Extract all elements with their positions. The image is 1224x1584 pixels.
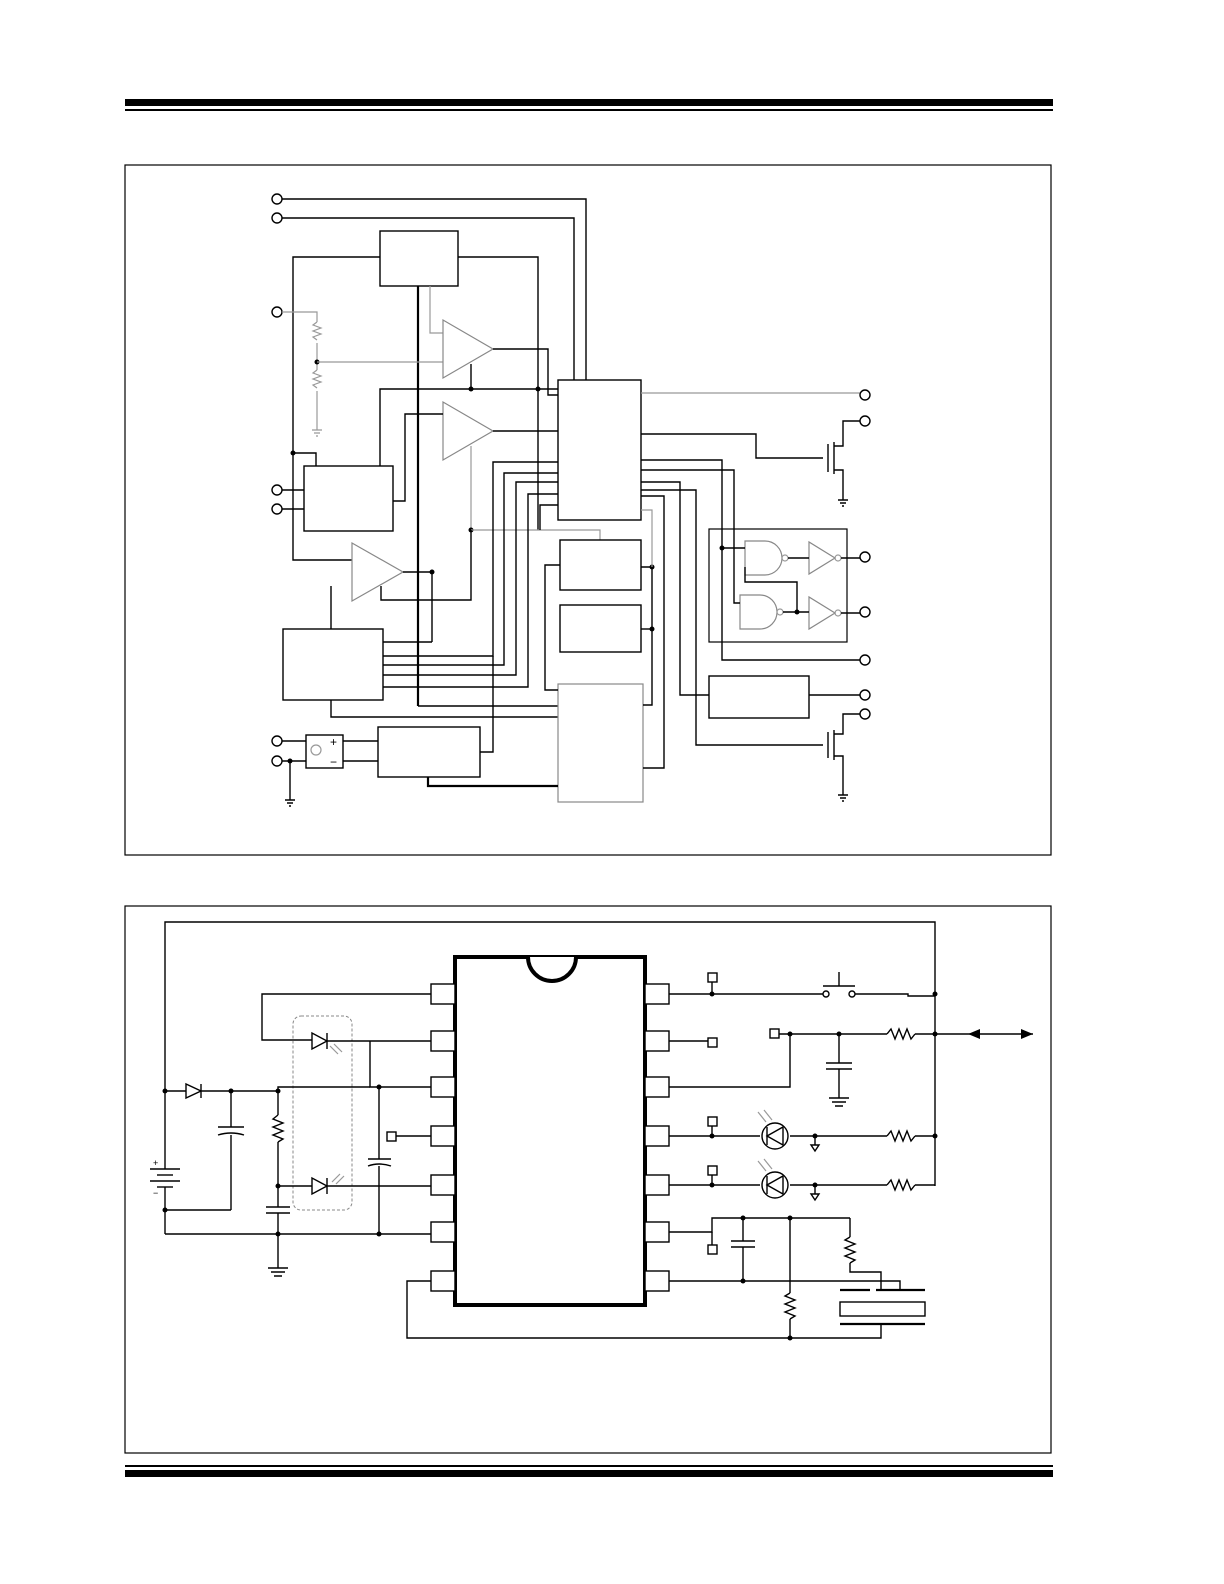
ic-pin-14: [644, 983, 670, 1005]
ic-pin-12: [644, 1076, 670, 1098]
figure-1-frame: [124, 164, 1052, 856]
ground-symbol-7: [809, 1185, 821, 1202]
photo-diode: [311, 1173, 345, 1196]
pin-output-6: [859, 689, 871, 701]
output-gates-box: [708, 528, 848, 643]
pin-output-1: [859, 389, 871, 401]
nand-gate-2: [739, 594, 778, 630]
interconnect-resistor: [886, 1027, 968, 1041]
test-point-1: [386, 1131, 397, 1142]
test-point-4: [769, 1028, 780, 1039]
divider-resistor-bottom: [311, 369, 323, 389]
photo-chamber: [292, 1015, 353, 1211]
test-point-7: [707, 1244, 718, 1255]
ic-package: [453, 955, 647, 1307]
buffer-2: [808, 595, 837, 631]
sensor-minus: −: [330, 755, 337, 769]
test-point-5: [707, 1116, 718, 1127]
ic-pin-6: [430, 1221, 456, 1243]
horn-capacitor: [731, 1218, 755, 1281]
led-resistor-1: [886, 1129, 916, 1143]
ground-symbol-3: [838, 499, 848, 507]
sensor-plus: +: [330, 735, 337, 749]
ic-pin-2: [430, 1030, 456, 1052]
pin-output-5: [859, 654, 871, 666]
pin-input-3: [271, 306, 283, 318]
led-indicator-2: [757, 1158, 789, 1199]
driver-block: [557, 683, 644, 803]
pin-input-5: [271, 503, 283, 515]
ground-symbol-4: [838, 794, 848, 802]
comparator-2: [442, 400, 495, 462]
control-logic-block: [557, 379, 642, 521]
ground-symbol-6: [809, 1136, 821, 1153]
block-diagram-figure: + −: [124, 164, 1052, 856]
photo-sensor: [305, 734, 344, 769]
test-point-3: [707, 1037, 718, 1048]
pin-input-6: [271, 735, 283, 747]
amplifier-block: [377, 726, 481, 778]
decoupling-capacitor: [367, 1087, 392, 1234]
supply-capacitor: [217, 1091, 245, 1210]
pin-output-3: [859, 551, 871, 563]
comparator-1: [442, 318, 495, 380]
series-diode: [165, 1082, 203, 1100]
pin-input-2: [271, 212, 283, 224]
test-point-2: [707, 972, 718, 983]
nand-gate-1: [744, 540, 783, 576]
buffer-1: [808, 540, 837, 576]
figure-2-frame: [124, 905, 1052, 1454]
interconnect-capacitor: [826, 1034, 852, 1107]
pin-output-2: [859, 415, 871, 427]
bias-resistor: [271, 1091, 285, 1186]
led-driver-block: [708, 675, 810, 719]
ir-led: [311, 1031, 343, 1055]
pin-input-7: [271, 755, 283, 767]
application-schematic-figure: + −: [124, 905, 1052, 1454]
sensor-interface-block: [303, 465, 394, 532]
ic-pin-3: [430, 1076, 456, 1098]
test-point-6: [707, 1165, 718, 1176]
interconnect-arrow: [968, 1029, 1033, 1039]
timer-block: [559, 539, 642, 591]
oscillator-block: [282, 628, 384, 701]
ic-pin-11: [644, 1125, 670, 1147]
header-rule: [125, 99, 1053, 111]
ground-symbol-2: [285, 799, 295, 807]
ic-pin-9: [644, 1221, 670, 1243]
battery: + −: [150, 1158, 180, 1198]
amplifier: [351, 541, 405, 603]
battery-plus: +: [153, 1158, 158, 1168]
battery-minus: −: [153, 1188, 158, 1198]
piezo-horn: [839, 1288, 926, 1326]
ic-notch: [526, 956, 578, 983]
pin-output-4: [859, 606, 871, 618]
ic-pin-10: [644, 1174, 670, 1196]
divider-resistor-top: [311, 321, 323, 341]
pin-output-7: [859, 708, 871, 720]
ic-pin-7: [430, 1270, 456, 1292]
push-button: [822, 972, 856, 998]
ic-pin-1: [430, 983, 456, 1005]
pin-input-4: [271, 484, 283, 496]
horn-resistor-top: [843, 1218, 882, 1290]
footer-rule: [125, 1465, 1053, 1477]
ic-pin-8: [644, 1270, 670, 1292]
ic-pin-13: [644, 1030, 670, 1052]
led-indicator-1: [757, 1109, 789, 1150]
filter-capacitor: [266, 1186, 290, 1268]
regulator-block: [379, 230, 459, 287]
horn-resistor-bottom: [783, 1218, 797, 1338]
ic-pin-4: [430, 1125, 456, 1147]
counter-block: [559, 604, 642, 653]
ground-symbol-5: [268, 1267, 288, 1277]
ic-pin-5: [430, 1174, 456, 1196]
led-resistor-2: [886, 1178, 916, 1192]
pin-input-1: [271, 193, 283, 205]
ground-symbol: [312, 429, 322, 437]
